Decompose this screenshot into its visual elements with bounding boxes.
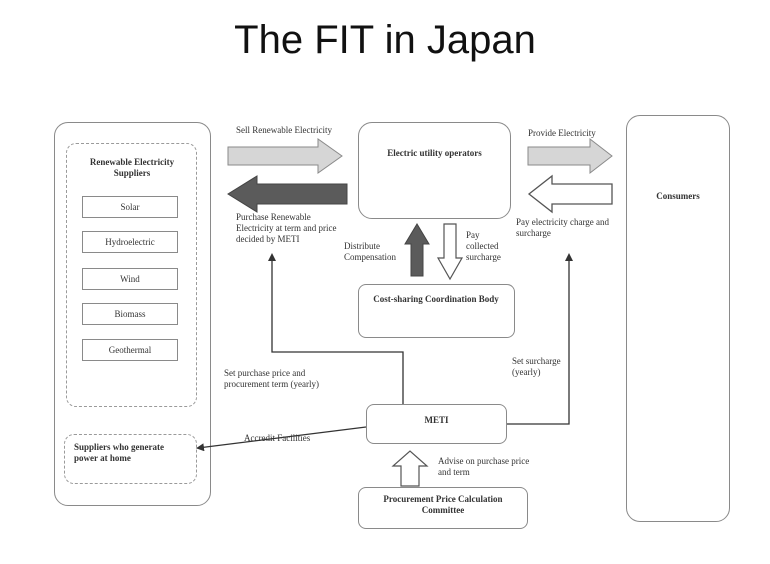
supplier-hydroelectric: Hydroelectric: [82, 231, 178, 253]
provide-arrow: [527, 137, 613, 175]
accredit-label: Accredit Facilities: [244, 433, 311, 443]
advise-arrow: [391, 450, 429, 487]
advise-label: Advise on purchase price and term: [438, 456, 530, 477]
distribute-arrow: [404, 223, 430, 277]
set-price-connector: [268, 253, 404, 404]
set-surcharge-label: Set surcharge (yearly): [512, 356, 561, 377]
pay-charge-label: Pay electricity charge and surcharge: [516, 217, 610, 238]
purchase-arrow: [227, 175, 348, 213]
committee-label: Procurement Price Calculation Committee: [383, 494, 503, 515]
utility-operators-box: [358, 122, 511, 219]
page-title: The FIT in Japan: [234, 18, 536, 62]
pay-collected-arrow: [436, 223, 464, 281]
meti-label: METI: [424, 415, 449, 425]
accredit-connector: [196, 426, 367, 452]
meti-box: [366, 404, 507, 444]
distribute-label: Distribute Compensation: [344, 241, 396, 262]
set-price-label: Set purchase price and procurement term …: [224, 368, 319, 389]
sell-label: Sell Renewable Electricity: [236, 125, 332, 135]
purchase-label: Purchase Renewable Electricity at term a…: [236, 212, 337, 244]
set-surcharge-connector: [507, 253, 573, 425]
supplier-biomass: Biomass: [82, 303, 178, 325]
sell-arrow: [227, 138, 343, 174]
cost-sharing-body-box: [358, 284, 515, 338]
suppliers-heading: Renewable Electricity Suppliers: [89, 157, 175, 178]
supplier-geothermal: Geothermal: [82, 339, 178, 361]
committee-box: [358, 487, 528, 529]
pay-collected-label: Pay collected surcharge: [466, 230, 501, 262]
consumers-label: Consumers: [656, 191, 700, 201]
pay-charge-arrow: [527, 174, 613, 214]
provide-label: Provide Electricity: [528, 128, 596, 138]
supplier-wind: Wind: [82, 268, 178, 290]
supplier-solar: Solar: [82, 196, 178, 218]
home-suppliers-group: [64, 434, 197, 484]
utility-operators-label: Electric utility operators: [387, 148, 482, 158]
consumers-box: [626, 115, 730, 522]
cost-sharing-body-label: Cost-sharing Coordination Body: [373, 294, 499, 304]
home-suppliers-label: Suppliers who generate power at home: [74, 442, 164, 463]
